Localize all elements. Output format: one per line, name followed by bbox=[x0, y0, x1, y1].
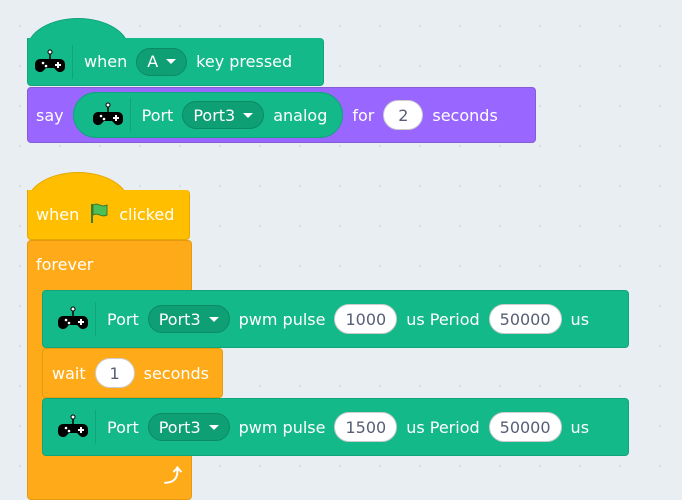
analog-label: analog bbox=[273, 105, 328, 125]
port-value: Port3 bbox=[158, 417, 201, 437]
period-input[interactable]: 50000 bbox=[488, 412, 562, 442]
pwm-block-2[interactable]: Port Port3 pwm pulse 1500 us Period 5000… bbox=[42, 398, 629, 456]
port-label: Port bbox=[107, 309, 139, 329]
when-label: when bbox=[84, 52, 128, 71]
chevron-down-icon bbox=[166, 59, 177, 64]
key-pressed-label: key pressed bbox=[196, 52, 293, 71]
say-label: say bbox=[36, 105, 64, 125]
wait-seconds-input[interactable]: 1 bbox=[94, 358, 135, 388]
when-key-pressed-block[interactable]: when A key pressed bbox=[27, 38, 324, 86]
when-label: when bbox=[36, 205, 80, 224]
key-value: A bbox=[147, 52, 159, 71]
gamepad-icon bbox=[51, 410, 96, 444]
for-label: for bbox=[352, 105, 375, 125]
gamepad-icon bbox=[51, 302, 96, 336]
us-period-label: us Period bbox=[406, 309, 480, 329]
port-label: Port bbox=[141, 105, 174, 125]
period-input[interactable]: 50000 bbox=[488, 304, 562, 334]
green-flag-icon bbox=[88, 202, 110, 228]
port-analog-reporter[interactable]: Port Port3 analog bbox=[72, 92, 344, 138]
chevron-down-icon bbox=[208, 424, 219, 430]
port-value: Port3 bbox=[158, 309, 201, 329]
port-dropdown[interactable]: Port3 bbox=[147, 413, 230, 441]
key-dropdown[interactable]: A bbox=[136, 47, 188, 76]
gamepad-icon bbox=[28, 44, 73, 79]
seconds-label: seconds bbox=[432, 105, 498, 125]
pwm-pulse-label: pwm pulse bbox=[238, 417, 326, 437]
chevron-down-icon bbox=[208, 316, 219, 322]
chevron-down-icon bbox=[243, 112, 254, 118]
us-period-label: us Period bbox=[406, 417, 480, 437]
us-label: us bbox=[570, 417, 590, 437]
wait-block[interactable]: wait 1 seconds bbox=[42, 348, 223, 398]
seconds-input[interactable]: 2 bbox=[383, 100, 424, 130]
port-label: Port bbox=[107, 417, 139, 437]
port-dropdown[interactable]: Port3 bbox=[182, 101, 265, 129]
when-flag-clicked-block[interactable]: when clicked bbox=[27, 190, 190, 240]
us-label: us bbox=[570, 309, 590, 329]
gamepad-icon bbox=[86, 98, 131, 132]
pulse-input[interactable]: 1000 bbox=[334, 304, 398, 334]
loop-arrow-icon: ⤴ bbox=[164, 466, 182, 487]
say-for-seconds-block[interactable]: say Port Port3 analog for 2 seconds bbox=[27, 87, 536, 143]
forever-label: forever bbox=[36, 255, 94, 274]
clicked-label: clicked bbox=[119, 205, 175, 224]
seconds-label: seconds bbox=[143, 363, 210, 383]
port-dropdown[interactable]: Port3 bbox=[147, 305, 230, 333]
pulse-input[interactable]: 1500 bbox=[334, 412, 398, 442]
pwm-pulse-label: pwm pulse bbox=[238, 309, 326, 329]
pwm-block-1[interactable]: Port Port3 pwm pulse 1000 us Period 5000… bbox=[42, 290, 629, 348]
wait-label: wait bbox=[52, 363, 86, 383]
port-value: Port3 bbox=[193, 105, 236, 125]
